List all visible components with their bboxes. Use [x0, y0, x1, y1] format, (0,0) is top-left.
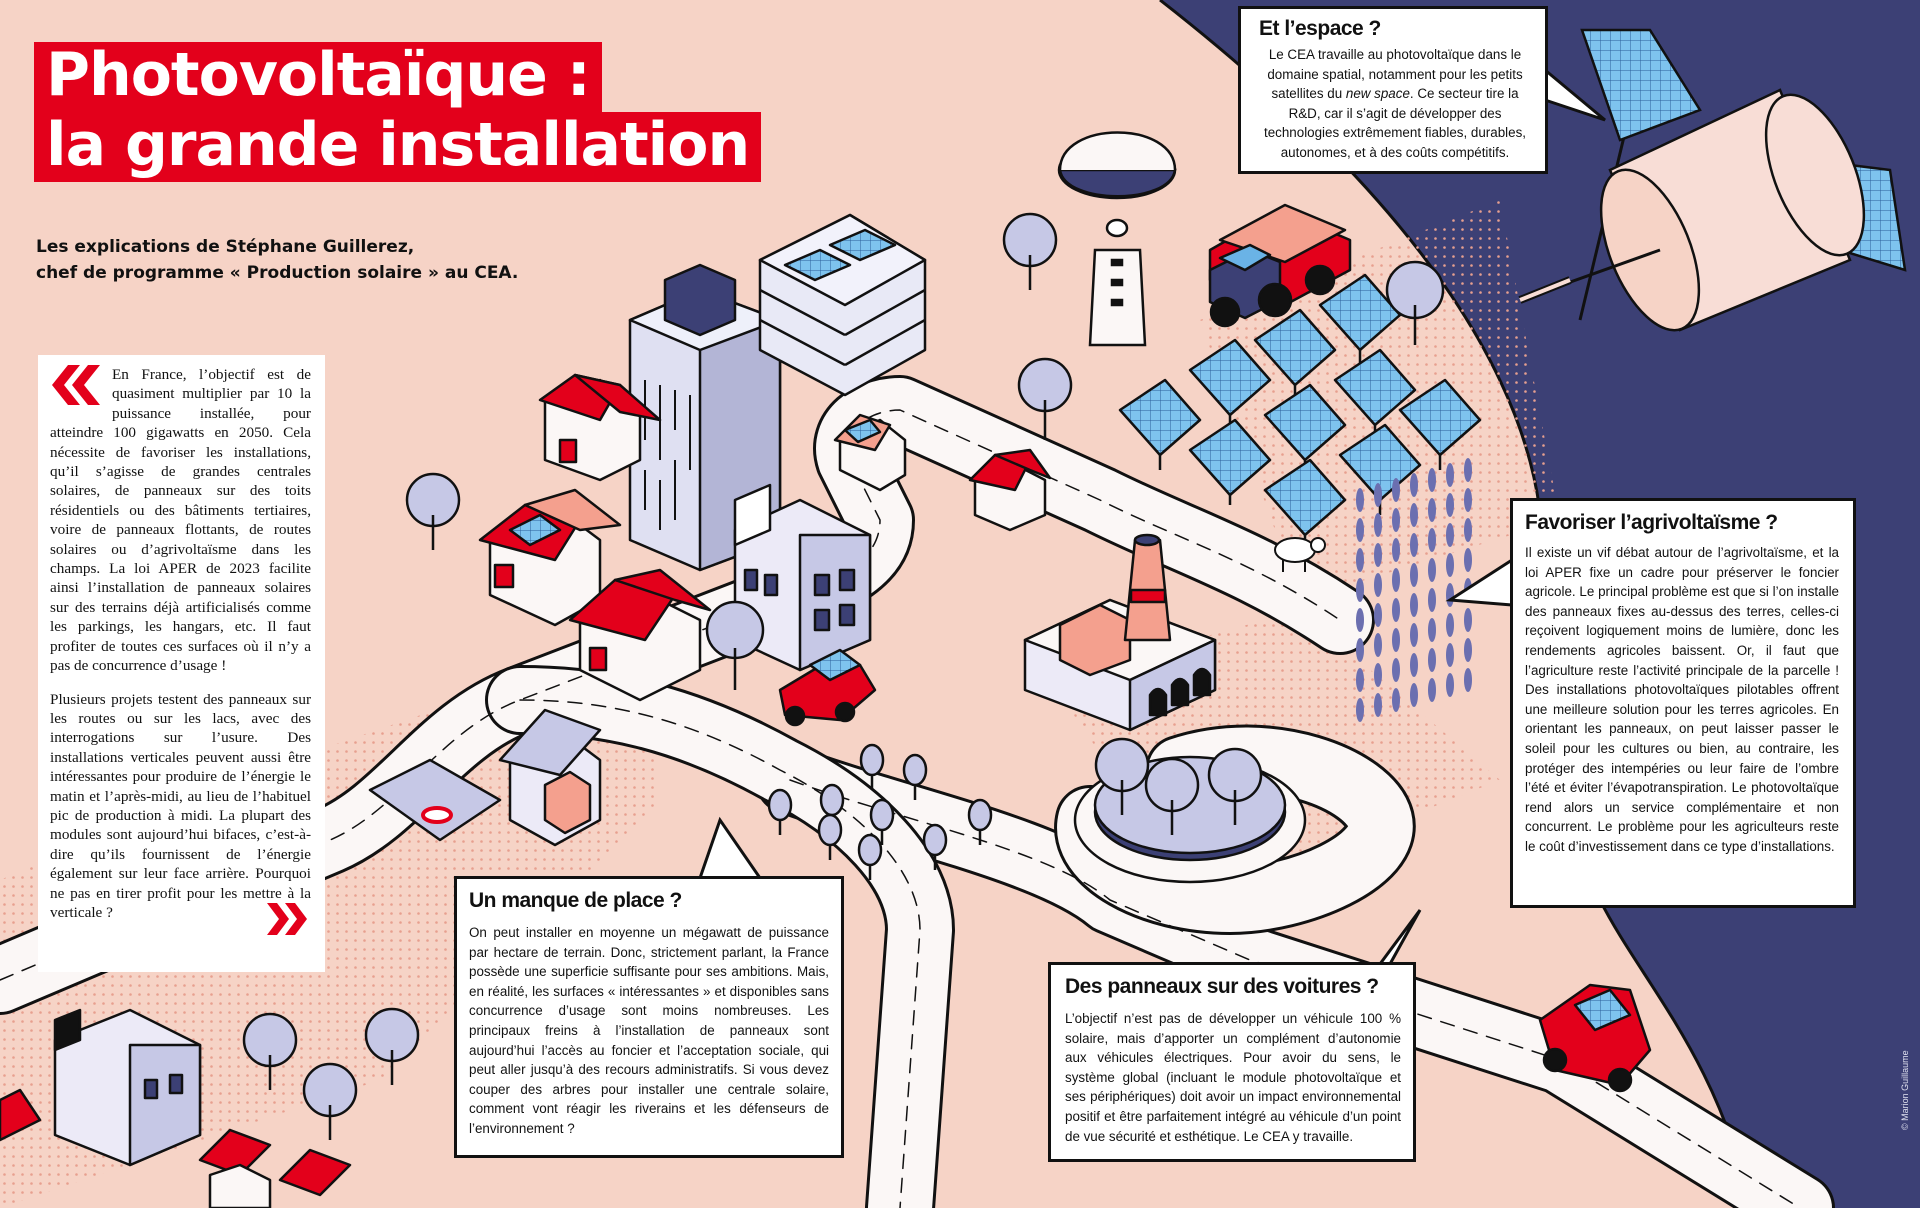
tree-icon — [1094, 737, 1150, 815]
house-group-left — [478, 373, 1052, 702]
tree-icon — [1144, 757, 1200, 835]
tree-icon — [857, 833, 883, 880]
page-title: Photovoltaïque : la grande installation — [34, 42, 762, 182]
bubble-tails — [698, 68, 1606, 965]
tractor-icon — [1208, 203, 1352, 328]
bubble-espace-text: Le CEA travaille au photovoltaïque dans … — [1259, 45, 1531, 162]
house-icon — [833, 413, 907, 492]
solar-panel-icon — [1118, 378, 1202, 470]
satellite-icon — [1518, 28, 1907, 332]
bottom-buildings — [0, 1008, 352, 1208]
tree-icon — [405, 472, 461, 550]
solar-panel-icon — [1253, 308, 1337, 400]
photo-credit: © Marion Guillaume — [1900, 1050, 1910, 1130]
pool-house — [368, 708, 602, 847]
bubble-place-title: Un manque de place ? — [469, 889, 682, 912]
subtitle-line-1: Les explications de Stéphane Guillerez, — [36, 237, 415, 257]
subtitle-line-2: chef de programme « Production solaire »… — [36, 263, 519, 283]
apartment-building — [733, 483, 872, 672]
tree-icon — [1207, 747, 1263, 825]
open-quote-icon — [52, 365, 100, 405]
tree-icon — [364, 1007, 420, 1085]
quote-paragraph-1: En France, l’objectif est de quasiment m… — [50, 366, 311, 675]
tree-icon — [869, 798, 895, 845]
solar-field — [1118, 273, 1482, 545]
bubble-espace-text-em: new space — [1345, 86, 1410, 101]
solar-panel-icon — [1398, 378, 1482, 470]
bubble-place-text: On peut installer en moyenne un mégawatt… — [469, 925, 829, 1136]
cow-icon — [1274, 537, 1326, 572]
tree-icon — [302, 1062, 358, 1140]
quote-paragraph-2: Plusieurs projets testent des panneaux s… — [50, 690, 311, 935]
bubble-voitures-text: L’objectif n’est pas de développer un vé… — [1065, 1011, 1401, 1144]
bubble-manque-de-place: Un manque de place ? On peut installer e… — [454, 876, 844, 1158]
bubble-agrivoltaisme: Favoriser l’agrivoltaïsme ? Il existe un… — [1510, 498, 1856, 908]
wheat-field — [1356, 458, 1472, 722]
solar-car-icon — [778, 648, 877, 727]
house-icon — [968, 448, 1052, 532]
bubble-voitures: Des panneaux sur des voitures ? L’object… — [1048, 962, 1416, 1162]
solar-panel-icon — [1188, 418, 1272, 505]
bubble-agri-text: Il existe un vif débat autour de l’agriv… — [1525, 545, 1839, 854]
tree-icon — [242, 1012, 298, 1090]
tree-icon — [1385, 260, 1445, 345]
tree-icon — [767, 788, 793, 835]
solar-car-icon — [1538, 983, 1652, 1093]
quote-box: En France, l’objectif est de quasiment m… — [38, 355, 325, 972]
bubble-espace-text-a: Le CEA travaille au photovoltaïque dans … — [1267, 47, 1523, 101]
quote-paragraph-2-text: Plusieurs projets testent des panneaux s… — [50, 690, 311, 921]
close-quote-icon — [267, 902, 307, 935]
bubble-espace-text-b: . Ce secteur tire la R&D, car il s’agit … — [1263, 86, 1526, 160]
bubble-voitures-title: Des panneaux sur des voitures ? — [1065, 975, 1379, 998]
tree-icon — [1017, 357, 1073, 440]
title-line-2: la grande installation — [34, 112, 762, 182]
tree-icon — [922, 823, 948, 870]
tree-icon — [967, 798, 993, 845]
subtitle: Les explications de Stéphane Guillerez, … — [36, 234, 556, 286]
trees — [242, 212, 1445, 1140]
parking-building — [758, 213, 927, 397]
tree-icon — [1002, 212, 1058, 290]
tree-icon — [705, 600, 765, 690]
bubble-espace: Et l’espace ? Le CEA travaille au photov… — [1238, 6, 1548, 174]
title-line-1: Photovoltaïque : — [34, 42, 602, 112]
tree-icon — [859, 743, 885, 790]
water-tower-icon — [1057, 131, 1177, 347]
bubble-agri-title: Favoriser l’agrivoltaïsme ? — [1525, 511, 1778, 534]
house-icon — [538, 373, 662, 482]
tree-icon — [902, 753, 928, 800]
factory-icon — [1023, 533, 1217, 732]
tree-icon — [817, 813, 843, 860]
house-icon — [478, 488, 622, 627]
bubble-espace-title: Et l’espace ? — [1259, 17, 1381, 40]
house-icon — [568, 568, 712, 702]
